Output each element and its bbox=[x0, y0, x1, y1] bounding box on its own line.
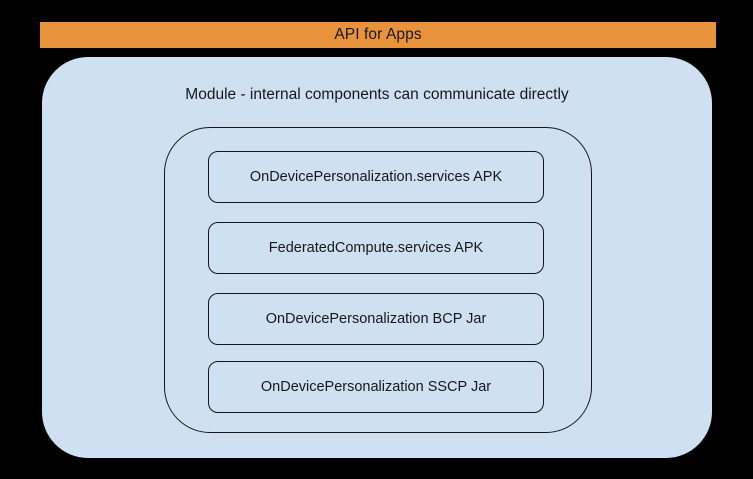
component-label: OnDevicePersonalization SSCP Jar bbox=[260, 378, 492, 395]
component-box-ondevicepersonalization-sscp-jar: OnDevicePersonalization SSCP Jar bbox=[208, 361, 544, 413]
component-box-federatedcompute-services-apk: FederatedCompute.services APK bbox=[208, 222, 544, 274]
component-box-ondevicepersonalization-bcp-jar: OnDevicePersonalization BCP Jar bbox=[208, 293, 544, 345]
api-banner-label: API for Apps bbox=[334, 26, 422, 44]
module-panel: Module - internal components can communi… bbox=[42, 57, 712, 458]
component-label: OnDevicePersonalization.services APK bbox=[249, 168, 503, 185]
component-label: OnDevicePersonalization BCP Jar bbox=[265, 310, 487, 327]
module-title: Module - internal components can communi… bbox=[185, 86, 569, 103]
component-box-ondevicepersonalization-services-apk: OnDevicePersonalization.services APK bbox=[208, 151, 544, 203]
internal-components-group bbox=[164, 127, 592, 433]
component-label: FederatedCompute.services APK bbox=[268, 239, 484, 256]
api-for-apps-banner: API for Apps bbox=[40, 22, 716, 48]
